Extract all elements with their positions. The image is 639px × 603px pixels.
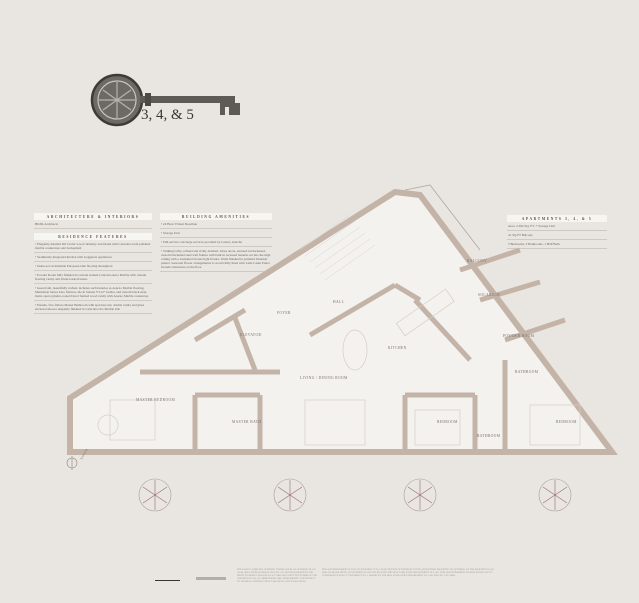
feature-item: • Elegantly detailed Oil Caviar wood cab… xyxy=(34,240,152,253)
apartment-panel: APARTMENTS 3, 4, & 5 Area: 2,392 SQ. FT.… xyxy=(507,215,607,249)
room-label-hall: HALL xyxy=(333,300,345,304)
room-label-solarium: SOLARIUM xyxy=(478,293,500,297)
apartment-numbers-label: 3, 4, & 5 xyxy=(141,107,194,123)
room-label-master-bath: MASTER BATH xyxy=(232,420,262,424)
feature-item: • Oakwood reclaimable European Oak floor… xyxy=(34,262,152,271)
amenity-item: • Striking lobby, refined and richly det… xyxy=(160,247,272,272)
north-label: NORTH xyxy=(79,447,89,461)
agency-logo xyxy=(196,577,226,580)
room-label-bedroom: BEDROOM xyxy=(556,420,577,424)
interior-walls xyxy=(140,247,566,452)
room-label-powder-room: POWDER ROOM xyxy=(503,334,535,338)
room-label-balcony: BALCONY xyxy=(467,259,488,263)
tree-icon xyxy=(403,478,437,512)
disclaimer-2: THIS ADVERTISEMENT IS NOT AN OFFERING. I… xyxy=(322,568,494,577)
tree-icons xyxy=(138,478,572,512)
disclaimer-1: THE EARLY COMPLETE OFFERING TERMS ARE IN… xyxy=(237,568,317,583)
stairs xyxy=(299,214,376,281)
left-info-panel: ARCHITECTURE & INTERIORS BKSK Architects… xyxy=(34,213,152,314)
apartment-rooms: 3 Bedrooms, 3 Bathrooms, 1 Half Bath xyxy=(507,240,607,249)
room-label-living-dining: LIVING / DINING ROOM xyxy=(300,376,348,380)
features-header: RESIDENCE FEATURES xyxy=(34,233,152,240)
tree-icon xyxy=(538,478,572,512)
room-label-bathroom: BATHROOM xyxy=(515,370,539,374)
amenity-item: • 24 Hour Virtual Doorman xyxy=(160,220,272,229)
amenity-item: • Full-service concierge services provid… xyxy=(160,238,272,247)
feature-item: • Ensuite, five-fixture Master Bathroom … xyxy=(34,301,152,314)
amenity-item: • Storage Unit xyxy=(160,229,272,238)
key-illustration xyxy=(85,70,255,130)
developer-logo xyxy=(155,577,180,581)
room-label-kitchen: KITCHEN xyxy=(388,346,407,350)
room-label-master-bedroom: MASTER BEDROOM xyxy=(136,398,176,402)
apartment-header: APARTMENTS 3, 4, & 5 xyxy=(507,215,607,222)
feature-item: • Seamlessly integrated kitchen with Gag… xyxy=(34,253,152,262)
furniture xyxy=(97,288,581,446)
amenities-header: BUILDING AMENITIES xyxy=(160,213,272,220)
room-label-elevator: ELEVATOR xyxy=(240,333,262,337)
amenities-panel: BUILDING AMENITIES • 24 Hour Virtual Doo… xyxy=(160,213,272,272)
feature-item: • Guest bath, beautifully crafted, inclu… xyxy=(34,284,152,301)
room-label-bathroom: BATHROOM xyxy=(477,434,501,438)
north-arrow-icon xyxy=(66,456,78,470)
apartment-balcony: 41 SQ FT Balcony xyxy=(507,231,607,240)
apartment-area: Area: 2,392 SQ. FT. + Storage Unit xyxy=(507,222,607,231)
key-icon xyxy=(90,73,240,127)
tree-icon xyxy=(138,478,172,512)
architecture-header: ARCHITECTURE & INTERIORS xyxy=(34,213,152,220)
tree-icon xyxy=(273,478,307,512)
architect-name: BKSK Architects xyxy=(34,220,152,229)
room-label-bedroom: BEDROOM xyxy=(437,420,458,424)
room-label-foyer: FOYER xyxy=(277,311,291,315)
feature-item: • Powder Room fully finished in custom s… xyxy=(34,271,152,284)
